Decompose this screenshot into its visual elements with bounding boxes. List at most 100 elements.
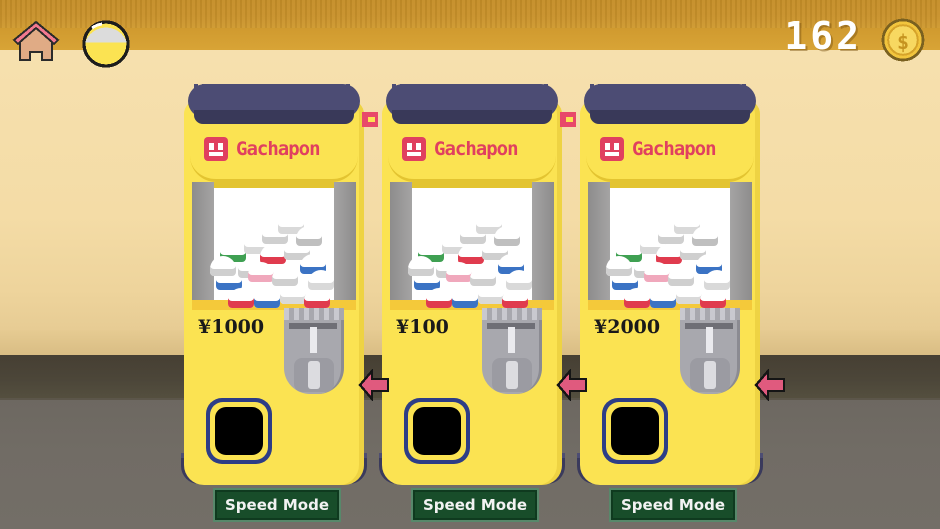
coin-slot-channel bbox=[508, 327, 515, 353]
gachapon-machine-2[interactable]: Gachapon ¥100 bbox=[379, 80, 576, 485]
coin-slot-panel[interactable] bbox=[482, 308, 542, 394]
dispenser-frame bbox=[602, 398, 668, 464]
capsule bbox=[254, 288, 280, 308]
machine-connector-nub bbox=[560, 112, 576, 127]
capsule bbox=[502, 288, 528, 308]
globe-side-left bbox=[192, 182, 214, 310]
capsule bbox=[278, 214, 304, 234]
capsule bbox=[300, 254, 326, 274]
gachapon-machine-3[interactable]: Gachapon ¥2000 bbox=[577, 80, 763, 485]
machine-cap-dots-top bbox=[194, 84, 354, 88]
capsule bbox=[260, 244, 286, 264]
capsule bbox=[296, 226, 322, 246]
machine-connector-nub bbox=[362, 112, 378, 127]
capsule bbox=[476, 214, 502, 234]
coin-panel-top-trim bbox=[482, 308, 542, 320]
brand-logo: Gachapon bbox=[204, 137, 321, 161]
left-arrow-icon-2[interactable] bbox=[556, 367, 590, 403]
machine-header-panel: Gachapon bbox=[388, 124, 556, 182]
globe-side-right bbox=[730, 182, 752, 310]
capsule bbox=[674, 214, 700, 234]
globe-rim-top bbox=[192, 182, 356, 188]
crank-knob-handle bbox=[308, 361, 320, 389]
crank-knob[interactable] bbox=[690, 358, 730, 392]
gachapon-face-icon bbox=[402, 137, 426, 161]
capsule bbox=[248, 262, 274, 282]
capsule bbox=[624, 288, 650, 308]
brand-name: Gachapon bbox=[632, 138, 717, 160]
machine-cap-dots-top bbox=[590, 84, 750, 88]
capsule bbox=[498, 254, 524, 274]
left-arrow-icon-3[interactable] bbox=[754, 367, 788, 403]
ceiling-band bbox=[0, 0, 940, 28]
crank-knob-handle bbox=[506, 361, 518, 389]
home-icon[interactable] bbox=[10, 20, 64, 64]
coin-icon: $ bbox=[880, 17, 926, 63]
capsule bbox=[280, 284, 306, 304]
speed-mode-label: Speed Mode bbox=[621, 496, 725, 514]
brand-name: Gachapon bbox=[434, 138, 519, 160]
machine-cap-dots bbox=[194, 110, 354, 115]
capsule-ball-icon[interactable] bbox=[80, 18, 132, 70]
capsule bbox=[606, 256, 632, 276]
globe-side-left bbox=[588, 182, 610, 310]
coin-slot-panel[interactable] bbox=[680, 308, 740, 394]
gachapon-machine-1[interactable]: Gachapon ¥1000 bbox=[181, 80, 378, 485]
machine-price: ¥1000 bbox=[198, 316, 265, 338]
globe-side-left bbox=[390, 182, 412, 310]
capsule bbox=[644, 262, 670, 282]
capsule bbox=[308, 270, 334, 290]
capsule bbox=[696, 254, 722, 274]
crank-knob-handle bbox=[704, 361, 716, 389]
machine-price: ¥2000 bbox=[594, 316, 661, 338]
capsule bbox=[650, 288, 676, 308]
svg-text:$: $ bbox=[897, 30, 909, 54]
machine-price: ¥100 bbox=[396, 316, 449, 338]
dispenser-opening[interactable] bbox=[611, 407, 659, 455]
left-arrow-icon-1[interactable] bbox=[358, 367, 392, 403]
capsule bbox=[676, 284, 702, 304]
coin-panel-top-trim bbox=[680, 308, 740, 320]
capsule bbox=[656, 244, 682, 264]
dispenser-opening[interactable] bbox=[413, 407, 461, 455]
globe-side-right bbox=[334, 182, 356, 310]
capsule bbox=[692, 226, 718, 246]
machine-cap-dots bbox=[392, 110, 552, 115]
coin-slot[interactable] bbox=[685, 323, 733, 329]
capsule bbox=[458, 244, 484, 264]
capsule bbox=[700, 288, 726, 308]
speed-mode-button-2[interactable]: Speed Mode bbox=[411, 488, 539, 522]
machine-cap-dots bbox=[590, 110, 750, 115]
gachapon-face-icon bbox=[600, 137, 624, 161]
speed-mode-button-1[interactable]: Speed Mode bbox=[213, 488, 341, 522]
globe-rim-top bbox=[390, 182, 554, 188]
dispenser-frame bbox=[206, 398, 272, 464]
brand-name: Gachapon bbox=[236, 138, 321, 160]
capsule bbox=[408, 256, 434, 276]
machine-cap-dots-top bbox=[392, 84, 552, 88]
brand-logo: Gachapon bbox=[402, 137, 519, 161]
coin-slot[interactable] bbox=[487, 323, 535, 329]
coin-slot-channel bbox=[310, 327, 317, 353]
coin-slot[interactable] bbox=[289, 323, 337, 329]
crank-knob[interactable] bbox=[492, 358, 532, 392]
capsule-globe bbox=[588, 182, 752, 310]
capsule bbox=[304, 288, 330, 308]
machine-header-panel: Gachapon bbox=[190, 124, 358, 182]
speed-mode-button-3[interactable]: Speed Mode bbox=[609, 488, 737, 522]
capsule bbox=[478, 284, 504, 304]
brand-logo: Gachapon bbox=[600, 137, 717, 161]
dispenser-frame bbox=[404, 398, 470, 464]
capsule bbox=[494, 226, 520, 246]
money-counter: 162 bbox=[784, 14, 862, 58]
capsule-globe bbox=[192, 182, 356, 310]
capsule bbox=[210, 256, 236, 276]
crank-knob[interactable] bbox=[294, 358, 334, 392]
capsule bbox=[272, 266, 298, 286]
speed-mode-label: Speed Mode bbox=[423, 496, 527, 514]
dispenser-opening[interactable] bbox=[215, 407, 263, 455]
coin-panel-top-trim bbox=[284, 308, 344, 320]
globe-side-right bbox=[532, 182, 554, 310]
coin-slot-panel[interactable] bbox=[284, 308, 344, 394]
